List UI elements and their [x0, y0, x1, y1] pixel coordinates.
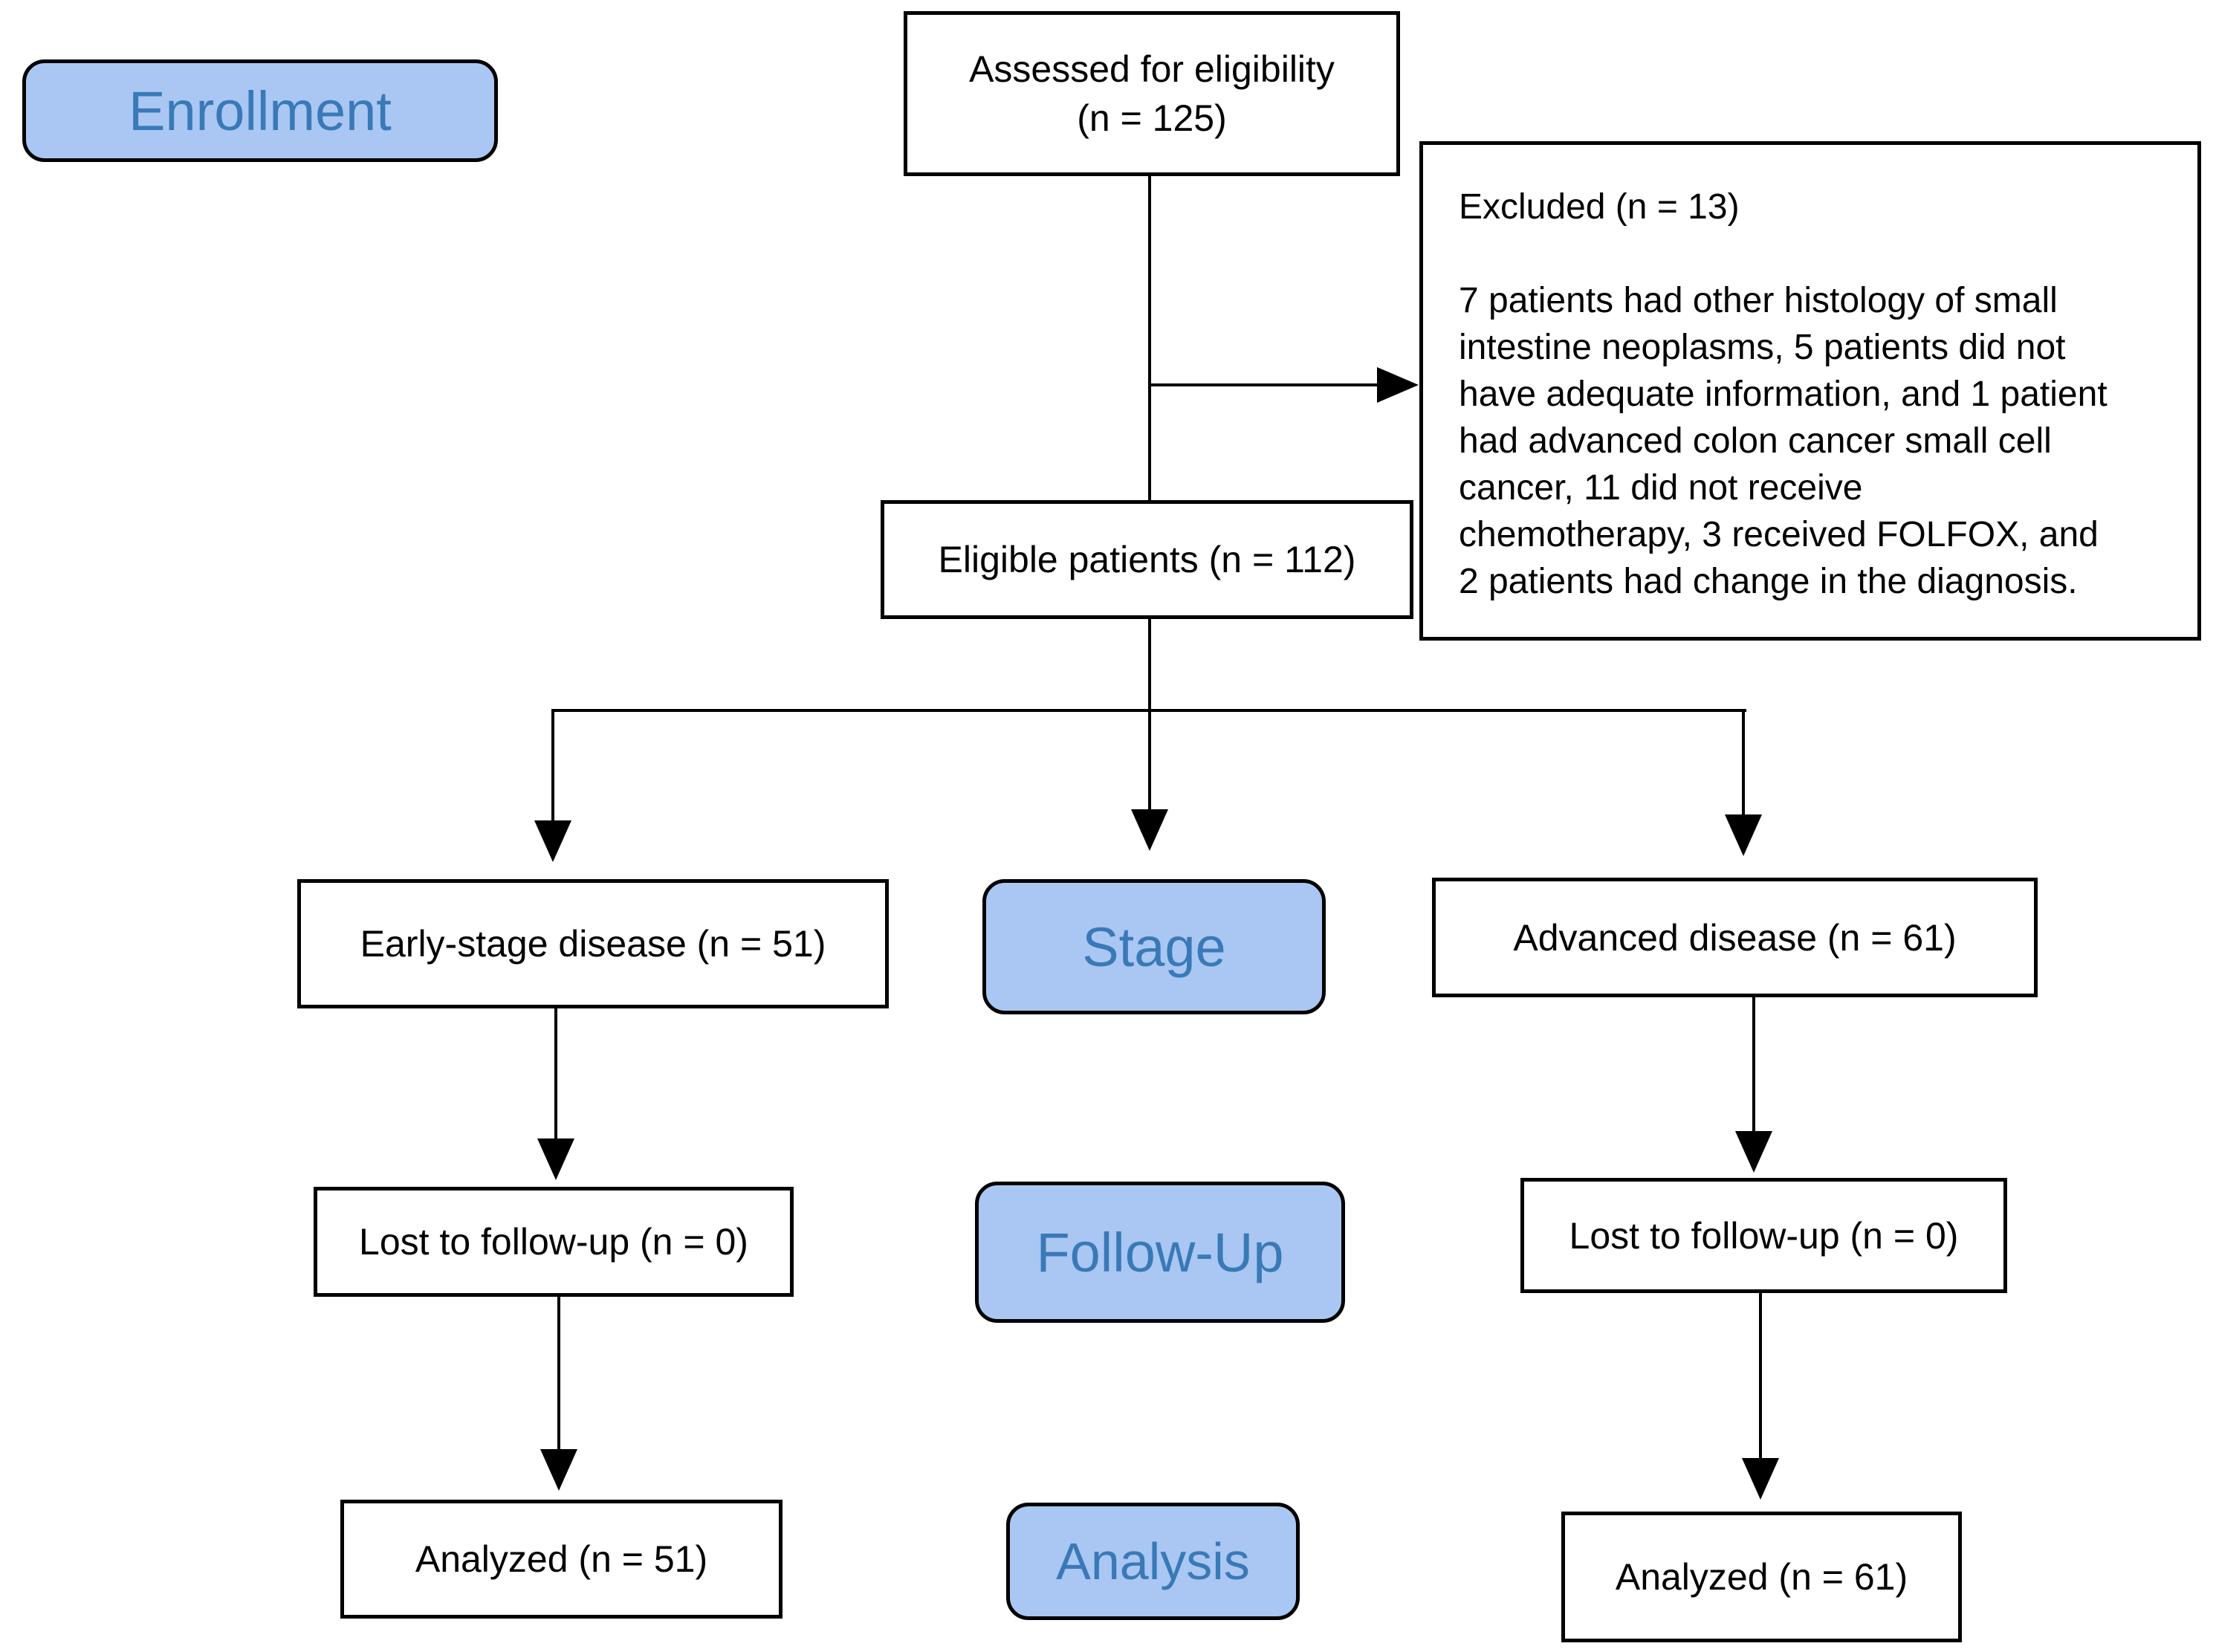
node-analyzed-advanced: Analyzed (n = 61): [1561, 1512, 1962, 1642]
connector-branch-to-early-stage: [551, 709, 554, 820]
connector-branch-to-stage: [1148, 709, 1151, 809]
arrowhead-to-lost-early: [537, 1138, 574, 1180]
phase-stage: Stage: [982, 879, 1326, 1014]
node-analyzed-advanced-label: Analyzed (n = 61): [1615, 1556, 1908, 1598]
node-excluded-reasons: 7 patients had other histology of small …: [1459, 281, 2108, 601]
connector-advanced-to-lost: [1752, 997, 1755, 1131]
node-lost-to-follow-up-advanced: Lost to follow-up (n = 0): [1520, 1178, 2007, 1293]
connector-eligible-to-branch: [1148, 619, 1151, 710]
arrowhead-to-lost-advanced: [1735, 1131, 1772, 1173]
connector-lost-to-analyzed-early: [557, 1297, 560, 1449]
node-advanced-label: Advanced disease (n = 61): [1513, 916, 1957, 959]
node-assessed-for-eligibility: Assessed for eligibility (n = 125): [904, 11, 1400, 176]
node-excluded-title: Excluded (n = 13): [1459, 187, 1740, 227]
node-eligible-patients: Eligible patients (n = 112): [881, 500, 1413, 619]
node-excluded: Excluded (n = 13) 7 patients had other h…: [1419, 141, 2201, 641]
arrowhead-to-analyzed-advanced: [1742, 1458, 1779, 1500]
node-eligible-label: Eligible patients (n = 112): [938, 539, 1356, 580]
phase-enrollment-label: Enrollment: [129, 80, 392, 142]
phase-enrollment: Enrollment: [22, 59, 498, 162]
node-analyzed-early: Analyzed (n = 51): [340, 1500, 783, 1619]
phase-analysis: Analysis: [1006, 1503, 1300, 1620]
node-advanced-disease: Advanced disease (n = 61): [1432, 878, 2038, 997]
arrowhead-to-early-stage: [534, 820, 571, 862]
connector-early-stage-to-lost: [554, 1008, 557, 1138]
arrowhead-to-advanced: [1725, 814, 1762, 856]
node-lost-early-label: Lost to follow-up (n = 0): [359, 1221, 748, 1263]
phase-follow-up: Follow-Up: [975, 1182, 1345, 1323]
arrowhead-to-stage: [1131, 809, 1168, 851]
connector-assessed-to-eligible: [1148, 176, 1151, 500]
node-lost-advanced-label: Lost to follow-up (n = 0): [1569, 1214, 1959, 1257]
connector-to-excluded-line: [1150, 383, 1377, 386]
node-analyzed-early-label: Analyzed (n = 51): [415, 1538, 708, 1580]
arrowhead-to-analyzed-early: [540, 1449, 577, 1491]
node-assessed-label: Assessed for eligibility (n = 125): [969, 48, 1335, 139]
node-lost-to-follow-up-early: Lost to follow-up (n = 0): [314, 1187, 794, 1297]
phase-follow-up-label: Follow-Up: [1036, 1221, 1284, 1283]
connector-branch-to-advanced: [1742, 709, 1745, 814]
node-early-stage-label: Early-stage disease (n = 51): [360, 923, 826, 965]
node-early-stage-disease: Early-stage disease (n = 51): [297, 879, 889, 1008]
phase-analysis-label: Analysis: [1056, 1532, 1250, 1590]
arrowhead-to-excluded: [1377, 367, 1419, 403]
connector-lost-to-analyzed-advanced: [1759, 1293, 1762, 1458]
phase-stage-label: Stage: [1082, 916, 1226, 978]
